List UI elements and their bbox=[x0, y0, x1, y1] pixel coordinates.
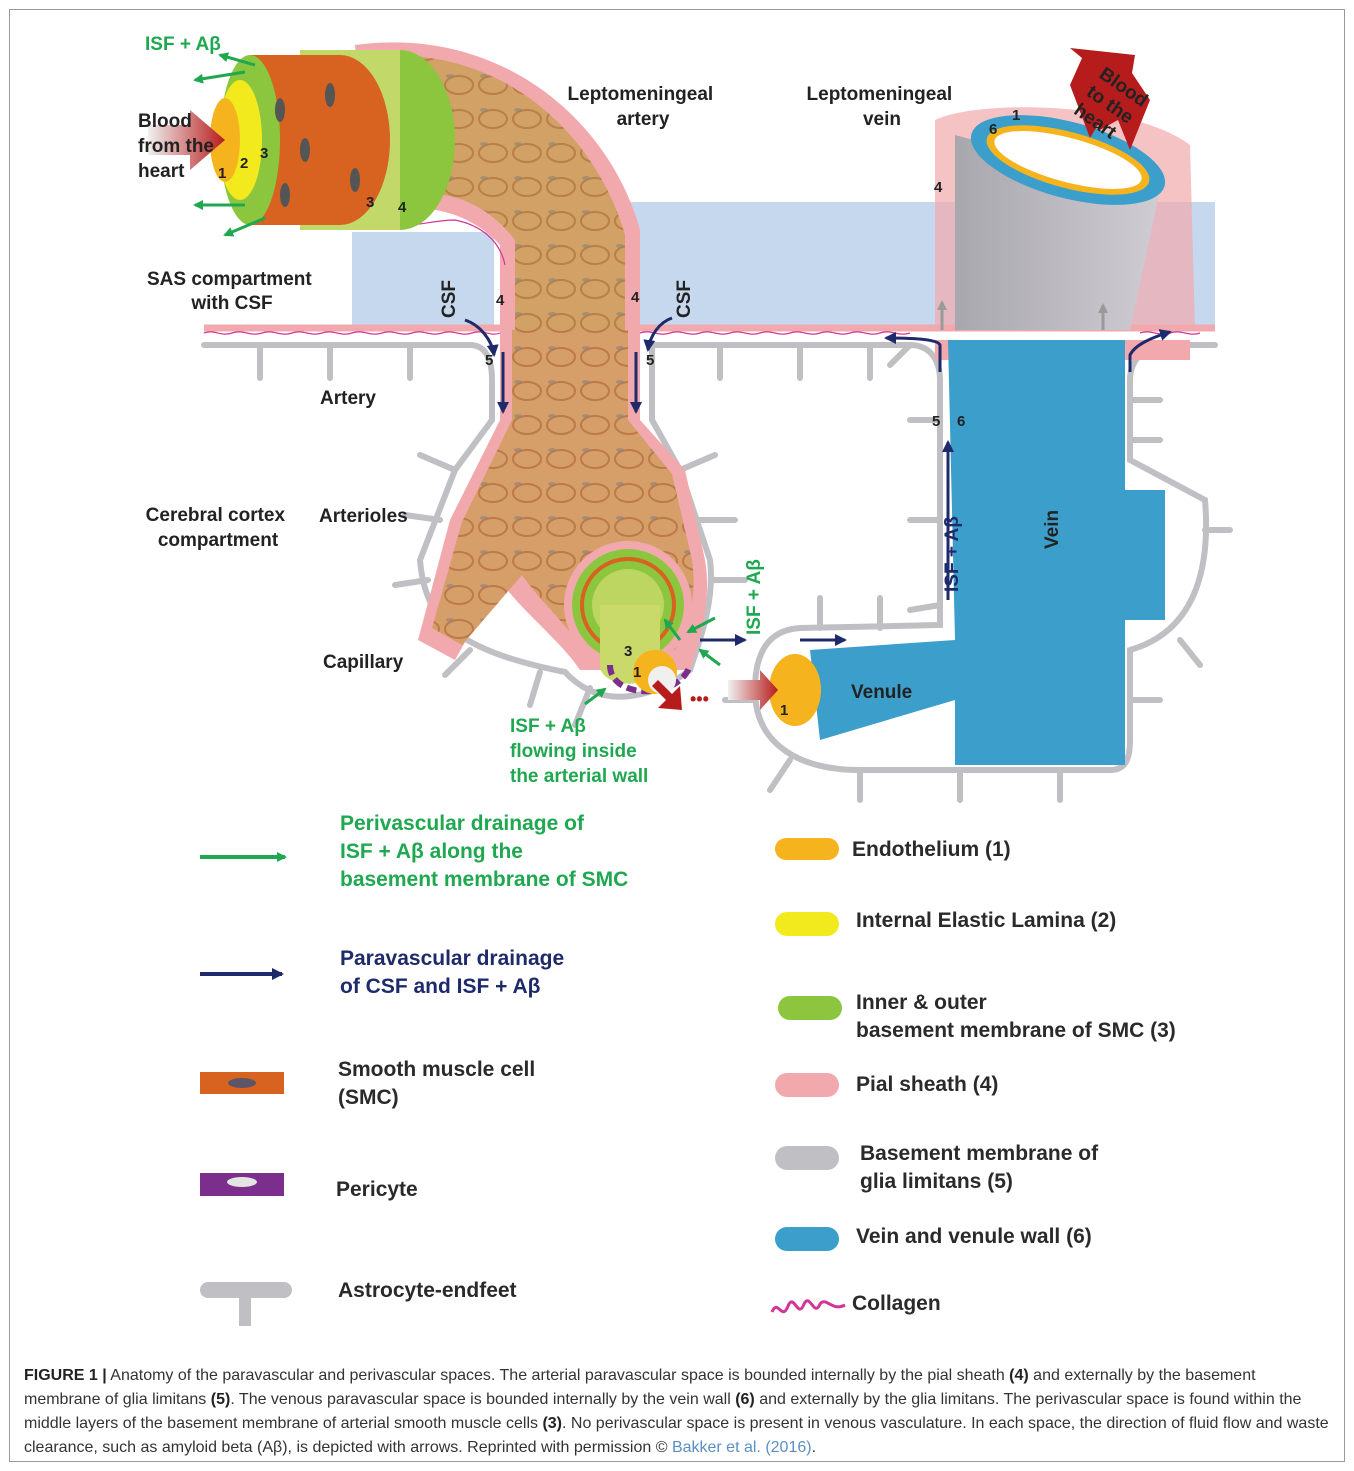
capillary-label: Capillary bbox=[323, 652, 404, 673]
leptomeningeal-artery-label: Leptomeningeal artery bbox=[568, 84, 719, 130]
svg-text:5: 5 bbox=[932, 413, 940, 430]
legend-pial-swatch bbox=[775, 1073, 839, 1097]
sas-compartment-label: SAS compartment with CSF bbox=[147, 269, 317, 314]
svg-text:2: 2 bbox=[240, 155, 248, 172]
caption-citation-link[interactable]: Bakker et al. (2016) bbox=[672, 1439, 812, 1456]
svg-text:1: 1 bbox=[218, 165, 226, 182]
caption-bold: (4) bbox=[1009, 1367, 1029, 1384]
legend-astrocyte-swatch bbox=[200, 1282, 292, 1326]
leptomeningeal-vein-label: Leptomeningeal vein bbox=[807, 84, 958, 130]
capillary-end bbox=[564, 541, 692, 694]
svg-text:3: 3 bbox=[260, 145, 268, 162]
svg-text:3: 3 bbox=[624, 643, 632, 660]
isf-ab-vein-label: ISF + Aβ bbox=[942, 516, 963, 592]
blood-from-heart-label: Blood from the heart bbox=[138, 111, 219, 182]
arterioles-label: Arterioles bbox=[319, 506, 408, 527]
legend-endothelium-swatch bbox=[775, 838, 839, 860]
blood-inlet-cylinder bbox=[210, 50, 455, 230]
legend-paravascular-text: Paravascular drainage of CSF and ISF + A… bbox=[340, 947, 570, 998]
legend-pial-text: Pial sheath (4) bbox=[856, 1073, 998, 1096]
caption-figure-number: FIGURE 1 | bbox=[24, 1367, 107, 1384]
cerebral-cortex-label: Cerebral cortex compartment bbox=[146, 505, 291, 551]
svg-text:5: 5 bbox=[485, 352, 493, 369]
isf-flowing-label: ISF + Aβ flowing inside the arterial wal… bbox=[510, 716, 648, 787]
legend-collagen-text: Collagen bbox=[852, 1292, 941, 1315]
svg-text:4: 4 bbox=[631, 289, 640, 306]
isf-ab-top-label: ISF + Aβ bbox=[145, 34, 221, 55]
legend-right: Endothelium (1) Internal Elastic Lamina … bbox=[772, 838, 1176, 1315]
svg-text:4: 4 bbox=[496, 292, 505, 309]
legend-vein-text: Vein and venule wall (6) bbox=[856, 1225, 1092, 1248]
legend-elastic-swatch bbox=[775, 912, 839, 936]
csf-label-left: CSF bbox=[439, 280, 460, 318]
anatomy-diagram: ISF + Aβ Blood from the heart Leptomenin… bbox=[0, 0, 1354, 1360]
svg-text:3: 3 bbox=[366, 194, 374, 211]
legend-elastic-text: Internal Elastic Lamina (2) bbox=[856, 909, 1116, 932]
legend-astrocyte-text: Astrocyte-endfeet bbox=[338, 1279, 517, 1302]
flow-dots: ••• bbox=[690, 689, 709, 709]
legend-endothelium-text: Endothelium (1) bbox=[852, 838, 1011, 861]
svg-text:6: 6 bbox=[989, 121, 997, 138]
isf-ab-capillary-label: ISF + Aβ bbox=[744, 559, 765, 635]
legend-basement-swatch bbox=[778, 996, 842, 1020]
legend-vein-swatch bbox=[775, 1227, 839, 1251]
svg-text:1: 1 bbox=[780, 702, 788, 719]
csf-label-right: CSF bbox=[674, 280, 695, 318]
legend-smc-text: Smooth muscle cell (SMC) bbox=[338, 1058, 541, 1109]
caption-bold: (6) bbox=[735, 1391, 755, 1408]
caption-bold: (5) bbox=[211, 1391, 231, 1408]
caption-text: Anatomy of the paravascular and perivasc… bbox=[107, 1367, 1009, 1384]
venule-label: Venule bbox=[851, 682, 912, 703]
legend-glia-text: Basement membrane of glia limitans (5) bbox=[860, 1142, 1104, 1193]
caption-text: . The venous paravascular space is bound… bbox=[230, 1391, 735, 1408]
svg-text:4: 4 bbox=[934, 179, 943, 196]
svg-text:1: 1 bbox=[1012, 107, 1020, 124]
legend-collagen-swatch bbox=[772, 1301, 845, 1312]
legend-left: Perivascular drainage of ISF + Aβ along … bbox=[200, 812, 628, 1326]
legend-pericyte-text: Pericyte bbox=[336, 1178, 418, 1201]
artery-label: Artery bbox=[320, 388, 376, 409]
svg-text:1: 1 bbox=[633, 664, 641, 681]
svg-text:4: 4 bbox=[398, 199, 407, 216]
legend-basement-text: Inner & outer basement membrane of SMC (… bbox=[856, 991, 1176, 1042]
caption-text: . bbox=[812, 1439, 816, 1456]
figure-caption: FIGURE 1 | Anatomy of the paravascular a… bbox=[24, 1364, 1330, 1460]
vein-label: Vein bbox=[1042, 510, 1063, 549]
caption-bold: (3) bbox=[542, 1415, 562, 1432]
legend-perivascular-text: Perivascular drainage of ISF + Aβ along … bbox=[340, 812, 628, 891]
legend-glia-swatch bbox=[775, 1146, 839, 1170]
svg-text:6: 6 bbox=[957, 413, 965, 430]
svg-text:5: 5 bbox=[646, 352, 654, 369]
